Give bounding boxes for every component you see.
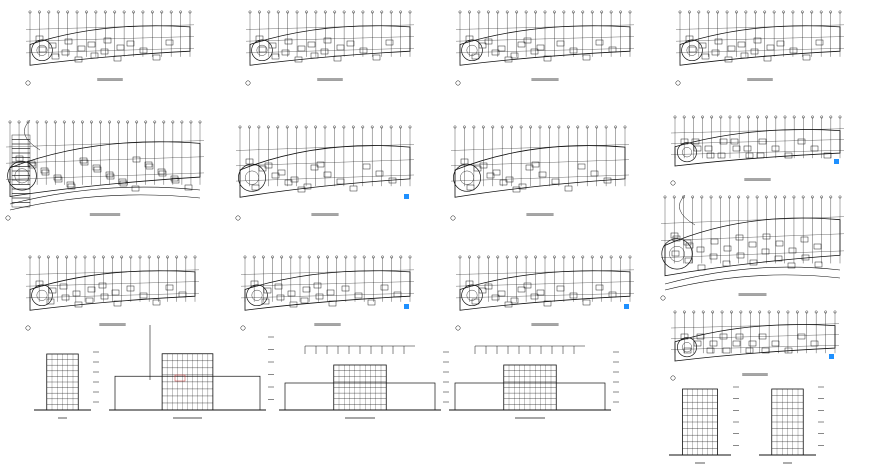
elevation-5 [759, 386, 824, 464]
plan-r1-2 [245, 10, 415, 86]
plan-r2-3 [450, 125, 630, 221]
plan-r3-3 [455, 255, 635, 331]
elevation-1 [109, 325, 274, 419]
plan-r3-4 [670, 310, 840, 381]
plan-r1-4 [675, 10, 845, 86]
elevation-3 [449, 345, 619, 419]
elevation-4 [669, 386, 739, 464]
plan-r3-2 [240, 255, 415, 331]
plan-r1-3 [455, 10, 635, 86]
plan-r2-2 [235, 125, 415, 221]
elevation-2 [279, 345, 449, 419]
plan-r2-4 [670, 115, 845, 186]
plan-r3-1 [25, 255, 200, 331]
section-1 [34, 351, 99, 419]
floor-plans-layer [5, 10, 845, 381]
elevations-layer [34, 325, 824, 464]
site-plan-2 [660, 194, 845, 301]
site-plan [5, 119, 205, 221]
plan-r1-1 [25, 10, 195, 86]
